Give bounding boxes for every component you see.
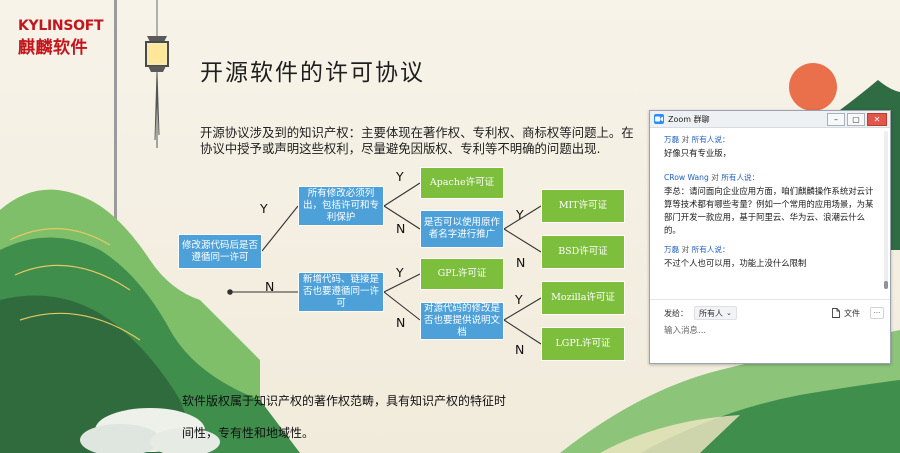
- recipient: 所有人说：: [721, 173, 760, 182]
- chat-message-text: 李总：请问面向企业应用方面，咱们麒麟操作系统对云计算等技术都有哪些考量？例如一个…: [664, 186, 874, 235]
- license-mozilla: Mozilla许可证: [541, 281, 625, 315]
- license-apache: Apache许可证: [420, 167, 504, 199]
- label-no: N: [516, 255, 526, 270]
- recipient: 所有人说：: [691, 135, 730, 144]
- chat-message: CRow Wang 对 所有人说： 李总：请问面向企业应用方面，咱们麒麟操作系统…: [664, 172, 874, 237]
- label-yes: Y: [396, 169, 404, 184]
- slide-intro-text: 开源协议涉及到的知识产权：主要体现在著作权、专利权、商标权等问题上。在协议中授予…: [200, 125, 634, 156]
- diagram-newcode-question: 新增代码、链接是否也要遵循同一许可: [298, 272, 384, 312]
- chat-scrollbar-thumb[interactable]: [884, 281, 888, 289]
- diagram-root-question: 修改源代码后是否遵循同一许可: [178, 234, 262, 269]
- file-icon: [832, 308, 840, 318]
- chat-message-text: 好像只有专业版，: [664, 148, 731, 158]
- chat-message: 万磊 对 所有人说： 不过个人也可以用，功能上没什么限制: [664, 244, 874, 270]
- diagram-modify-question: 所有修改必须列出，包括许可和专利保护: [298, 186, 384, 226]
- slide-title: 开源软件的许可协议: [200, 60, 425, 86]
- close-button[interactable]: ✕: [867, 113, 887, 126]
- license-bsd: BSD许可证: [541, 235, 625, 269]
- logo-chinese: 麒麟软件: [18, 38, 88, 58]
- label-no: N: [265, 279, 275, 294]
- chat-message-list[interactable]: 万磊 对 所有人说： 好像只有专业版， CRow Wang 对 所有人说： 李总…: [650, 128, 882, 299]
- chat-compose-toolbar: 发给： 所有人 ⌄ 文件 ···: [664, 306, 884, 320]
- license-mit: MIT许可证: [541, 189, 625, 223]
- maximize-button[interactable]: ▢: [847, 113, 865, 126]
- chevron-down-icon: ⌄: [726, 309, 732, 317]
- slide-footer-line-1: 软件版权属于知识产权的著作权范畴，具有知识产权的特征时: [182, 394, 507, 408]
- file-button[interactable]: 文件: [832, 308, 860, 319]
- label-no: N: [396, 221, 406, 236]
- diagram-name-question: 是否可以使用原作者名字进行推广: [420, 210, 504, 248]
- label-yes: Y: [396, 265, 404, 280]
- zoom-chat-window[interactable]: Zoom 群聊 – ▢ ✕ 万磊 对 所有人说： 好像只有专业版， CRow W…: [649, 110, 891, 364]
- minimize-button[interactable]: –: [827, 113, 845, 126]
- send-to-label: 发给：: [664, 308, 688, 318]
- chat-message-header: 万磊 对 所有人说：: [664, 244, 874, 255]
- label-yes: Y: [515, 292, 523, 307]
- file-button-label: 文件: [844, 308, 860, 318]
- logo-english: KYLINSOFT: [18, 18, 104, 34]
- chat-message: 万磊 对 所有人说： 好像只有专业版，: [664, 134, 874, 160]
- license-gpl: GPL许可证: [420, 258, 504, 290]
- sender-name: 万磊: [664, 245, 680, 254]
- chat-scrollbar[interactable]: [884, 131, 888, 289]
- zoom-app-icon: [654, 114, 664, 124]
- recipient: 所有人说：: [691, 245, 730, 254]
- recipient-select-value: 所有人: [699, 308, 723, 318]
- more-options-button[interactable]: ···: [870, 307, 884, 319]
- chat-divider: [650, 299, 890, 300]
- label-no: N: [396, 315, 406, 330]
- license-lgpl: LGPL许可证: [541, 327, 625, 361]
- brand-logo: KYLINSOFT 麒麟软件: [18, 18, 110, 58]
- chat-message-header: 万磊 对 所有人说：: [664, 134, 874, 145]
- chat-message-input[interactable]: 输入消息...: [664, 326, 707, 336]
- recipient-select[interactable]: 所有人 ⌄: [694, 306, 737, 320]
- chat-message-header: CRow Wang 对 所有人说：: [664, 172, 874, 183]
- label-no: N: [515, 342, 525, 357]
- diagram-docs-question: 对源代码的修改是否也要提供说明文档: [420, 302, 504, 340]
- to-word: 对: [681, 245, 690, 254]
- to-word: 对: [711, 173, 719, 182]
- sender-name: 万磊: [664, 135, 680, 144]
- to-word: 对: [681, 135, 690, 144]
- sender-name: CRow Wang: [664, 173, 709, 182]
- zoom-titlebar[interactable]: Zoom 群聊 – ▢ ✕: [650, 111, 890, 128]
- label-yes: Y: [516, 207, 524, 222]
- label-yes: Y: [260, 201, 268, 216]
- slide-footer-line-2: 间性，专有性和地域性。: [182, 426, 315, 440]
- zoom-window-title: Zoom 群聊: [668, 114, 710, 124]
- chat-message-text: 不过个人也可以用，功能上没什么限制: [664, 258, 807, 268]
